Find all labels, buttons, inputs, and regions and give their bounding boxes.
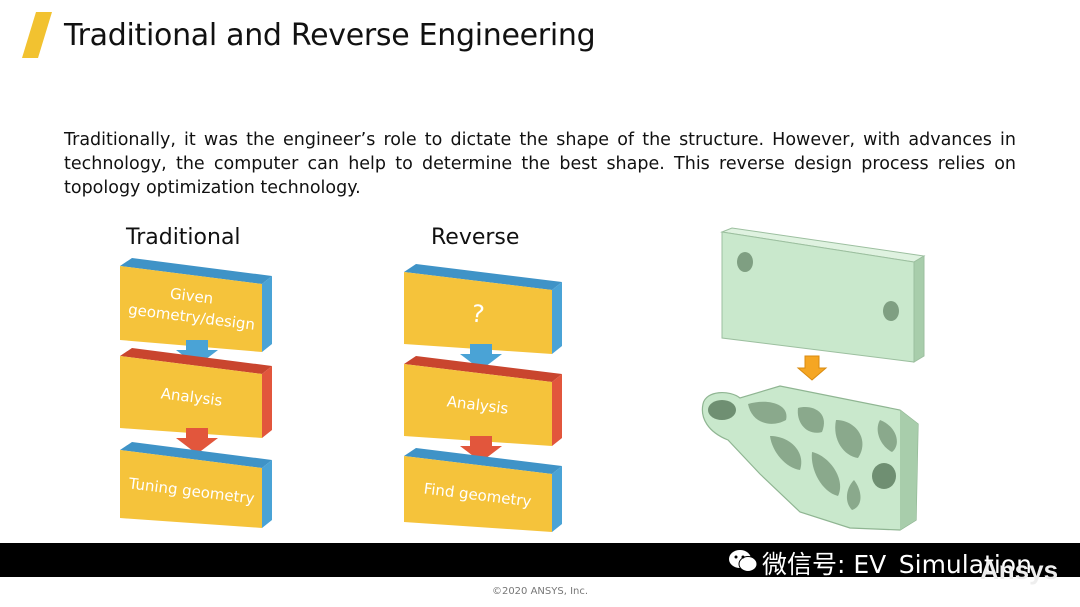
- reverse-box1-text: ?: [470, 299, 486, 328]
- design-space-plate: [720, 227, 926, 363]
- reverse-box-find-geometry: [404, 448, 562, 532]
- traditional-arrow-2: [176, 428, 218, 454]
- plate-hole-left: [737, 252, 753, 272]
- reverse-box-question: [404, 264, 562, 354]
- reverse-arrow-1: [460, 344, 502, 370]
- traditional-flow: Given geometry/design Analysis Tuning ge…: [120, 258, 272, 528]
- slide-description: Traditionally, it was the engineer’s rol…: [64, 130, 1016, 198]
- plate-hole-right: [883, 301, 899, 321]
- ansys-logo: Ansys: [980, 555, 1059, 585]
- traditional-box-analysis: [120, 348, 272, 438]
- reverse-box-analysis: [404, 356, 562, 446]
- bracket-hole-left: [708, 400, 736, 420]
- traditional-box-tuning-geometry: [120, 442, 272, 528]
- traditional-box1-line1: Given: [169, 284, 214, 307]
- title-accent-slash: [22, 12, 52, 58]
- reverse-label: Reverse: [431, 225, 520, 250]
- optimization-arrow: [796, 355, 828, 381]
- reverse-arrow-2: [460, 436, 502, 462]
- bottom-black-bar: [0, 543, 1080, 577]
- traditional-box-given-geometry: [120, 258, 272, 352]
- bracket-hole-right: [872, 463, 896, 489]
- copyright-text: ©2020 ANSYS, Inc.: [491, 586, 589, 597]
- traditional-label: Traditional: [126, 225, 241, 250]
- traditional-arrow-1: [176, 340, 218, 366]
- reverse-flow: ? Analysis Find geometry: [404, 264, 562, 532]
- slide-title: Traditional and Reverse Engineering: [64, 18, 596, 53]
- optimized-bracket: [701, 385, 919, 531]
- wechat-watermark-text: 微信号: EV_Simulation: [762, 550, 1032, 579]
- flow-diagrams: Given geometry/design Analysis Tuning ge…: [120, 227, 926, 532]
- wechat-icon: [729, 550, 758, 572]
